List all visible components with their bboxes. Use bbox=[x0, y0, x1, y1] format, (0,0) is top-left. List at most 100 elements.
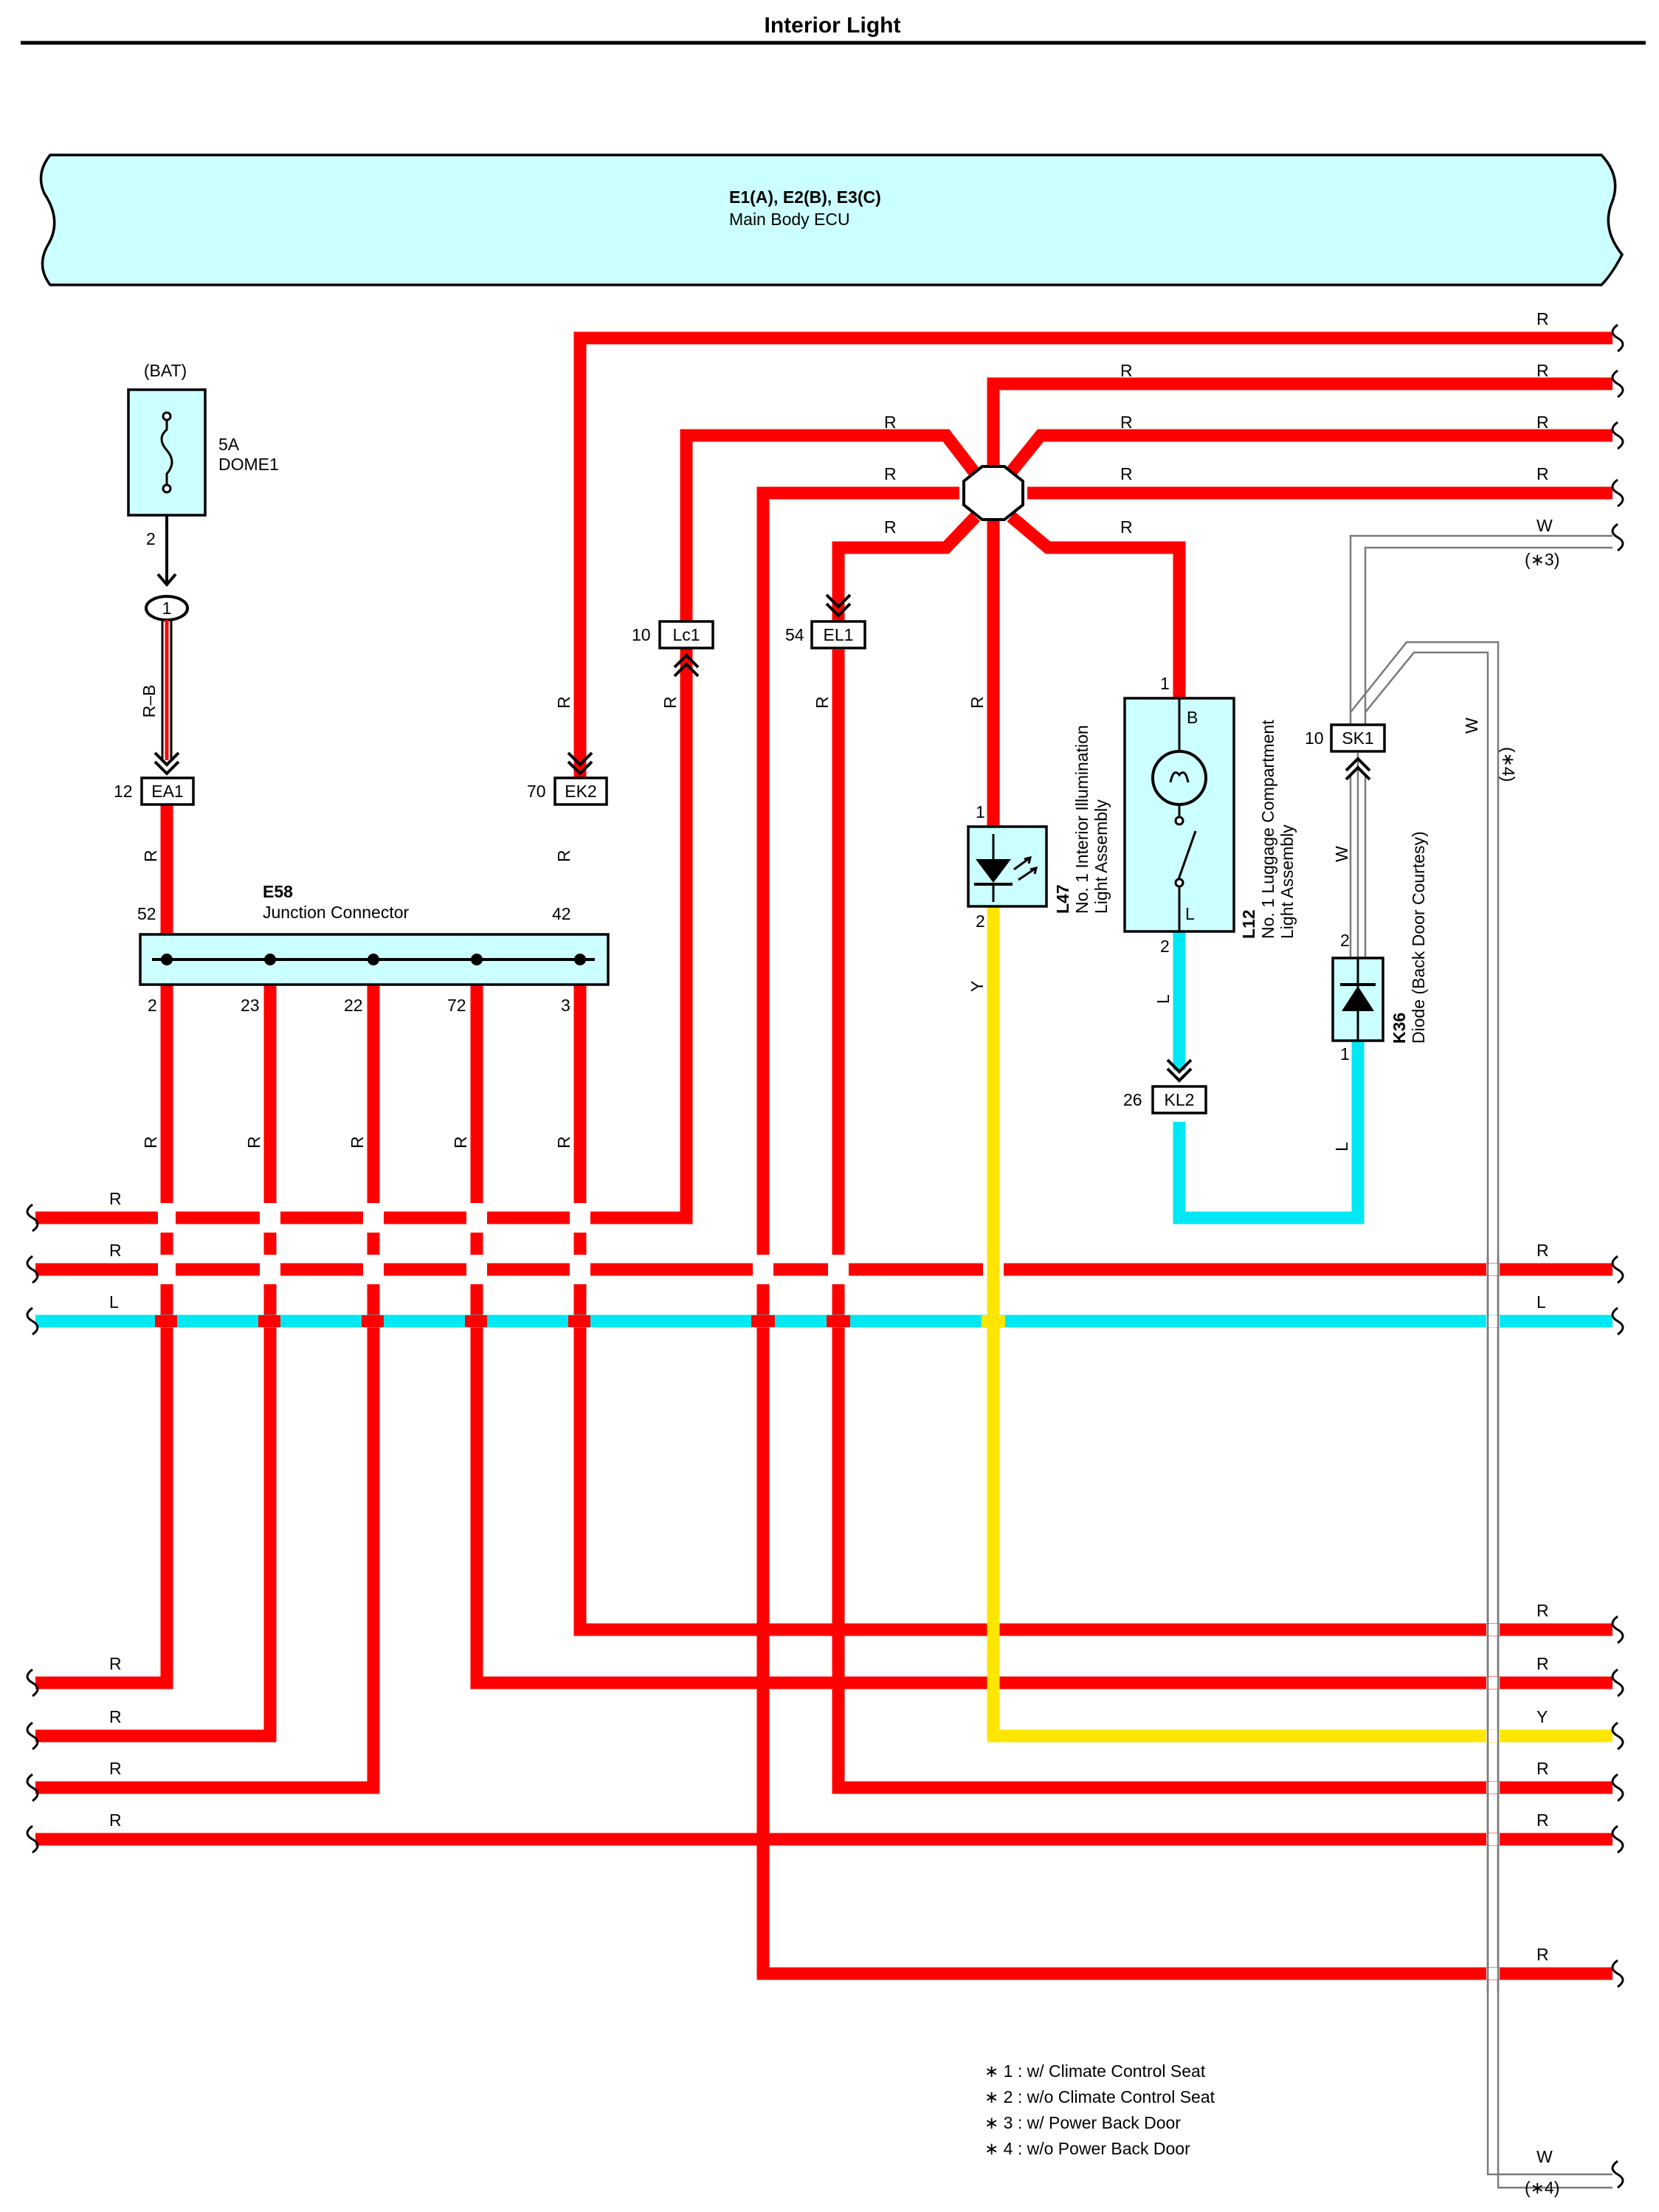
connector-el1 bbox=[810, 620, 866, 650]
svg-text:L: L bbox=[1153, 994, 1173, 1004]
diode-icon bbox=[1342, 986, 1374, 1011]
connector-kl2-code: KL2 bbox=[1165, 1090, 1195, 1109]
svg-text:R: R bbox=[109, 1810, 122, 1830]
svg-text:R: R bbox=[554, 696, 573, 709]
splice-hub bbox=[962, 465, 1024, 521]
k36-pin-top: 2 bbox=[1340, 931, 1350, 950]
wire-label-rb: R–B bbox=[139, 685, 159, 718]
blue-crossing-gaps bbox=[155, 1315, 1005, 1327]
svg-text:(∗3): (∗3) bbox=[1525, 550, 1559, 569]
svg-text:R: R bbox=[968, 696, 987, 709]
wire-break-marks-right bbox=[1611, 323, 1624, 2189]
svg-text:R: R bbox=[1120, 413, 1133, 432]
ecu-name: Main Body ECU bbox=[729, 210, 850, 229]
wire-labels-vertical: R R R R R R Y L W L W (∗4) R R R R R bbox=[141, 696, 1518, 1151]
l12-pin-top: 1 bbox=[1160, 674, 1170, 693]
l47-light-assembly bbox=[967, 825, 1048, 908]
connector-ek2-code: EK2 bbox=[565, 782, 596, 801]
svg-text:L: L bbox=[109, 1292, 119, 1312]
svg-text:R: R bbox=[1120, 464, 1133, 483]
red-wires bbox=[35, 331, 1613, 1980]
svg-text:Light Assembly: Light Assembly bbox=[1091, 799, 1111, 914]
wire-labels-left: R R L R R R R bbox=[109, 1189, 122, 1830]
wire-hub-top-r2 bbox=[987, 377, 1613, 487]
connector-el1-pin: 54 bbox=[785, 625, 804, 644]
k36-pin-bottom: 1 bbox=[1340, 1044, 1350, 1064]
note-4: ∗ 4 : w/o Power Back Door bbox=[984, 2139, 1190, 2158]
connector-lc1-pin: 10 bbox=[632, 625, 651, 644]
wire-jc-22 bbox=[35, 985, 380, 1794]
page-title: Interior Light bbox=[765, 13, 901, 38]
main-body-ecu-box bbox=[39, 154, 1624, 286]
svg-text:R: R bbox=[1536, 309, 1549, 328]
svg-text:R: R bbox=[1536, 413, 1549, 432]
svg-text:L: L bbox=[1536, 1292, 1546, 1312]
junction-pin-2: 2 bbox=[148, 996, 157, 1015]
svg-text:(∗4): (∗4) bbox=[1499, 747, 1518, 782]
svg-text:R: R bbox=[884, 517, 897, 537]
svg-text:R: R bbox=[1120, 361, 1133, 380]
wire-hub-l12 bbox=[1007, 511, 1186, 697]
svg-text:L12: L12 bbox=[1239, 909, 1258, 939]
connector-ek2-pin: 70 bbox=[527, 782, 546, 801]
svg-text:R: R bbox=[244, 1136, 263, 1148]
l12-term-b: B bbox=[1187, 708, 1198, 727]
svg-text:No. 1 Luggage Compartment: No. 1 Luggage Compartment bbox=[1258, 720, 1277, 939]
ecu-codes: E1(A), E2(B), E3(C) bbox=[729, 187, 881, 207]
connector-ea1 bbox=[140, 776, 195, 806]
fuse-element bbox=[160, 416, 173, 489]
fuse-name: DOME1 bbox=[218, 455, 279, 474]
svg-text:R: R bbox=[661, 696, 680, 709]
note-3: ∗ 3 : w/ Power Back Door bbox=[984, 2113, 1181, 2132]
svg-text:R: R bbox=[451, 1136, 470, 1148]
junction-pin-23: 23 bbox=[241, 996, 260, 1015]
connector-sk1-code: SK1 bbox=[1342, 728, 1373, 748]
svg-text:R: R bbox=[109, 1707, 122, 1726]
svg-text:R: R bbox=[1536, 1241, 1549, 1260]
wire-break-marks-left bbox=[26, 1203, 39, 1854]
connector-sk1-pin: 10 bbox=[1305, 728, 1324, 748]
l47-pin-top: 1 bbox=[976, 802, 985, 821]
svg-text:(∗4): (∗4) bbox=[1525, 2178, 1559, 2197]
junction-code: E58 bbox=[263, 882, 293, 901]
l47-label: L47 No. 1 Interior Illumination Light As… bbox=[1053, 725, 1111, 914]
wire-ek2-up bbox=[573, 331, 1613, 791]
l12-term-l: L bbox=[1185, 904, 1195, 923]
l12-pin-bottom: 2 bbox=[1160, 937, 1170, 956]
crossing-gaps bbox=[158, 1203, 1004, 1284]
fuse-source: (BAT) bbox=[144, 361, 187, 380]
wire-jc-2 bbox=[35, 985, 173, 1689]
svg-text:R: R bbox=[1536, 1759, 1549, 1778]
l12-label: L12 No. 1 Luggage Compartment Light Asse… bbox=[1239, 720, 1297, 939]
svg-text:No. 1 Interior Illumination: No. 1 Interior Illumination bbox=[1072, 725, 1091, 914]
svg-text:R: R bbox=[109, 1759, 122, 1778]
connector-sk1 bbox=[1330, 723, 1386, 753]
fuse-dome1-box bbox=[127, 388, 207, 517]
k36-label: K36 Diode (Back Door Courtesy) bbox=[1390, 831, 1428, 1044]
svg-text:R: R bbox=[109, 1189, 122, 1208]
junction-pin-72: 72 bbox=[447, 996, 466, 1015]
white-wires bbox=[1349, 534, 1613, 2189]
svg-text:Y: Y bbox=[968, 981, 987, 992]
svg-text:W: W bbox=[1332, 846, 1351, 862]
svg-text:W: W bbox=[1536, 2147, 1553, 2166]
svg-text:R: R bbox=[1536, 1945, 1549, 1964]
connector-ea1-code: EA1 bbox=[151, 782, 183, 801]
junction-pin-42: 42 bbox=[552, 904, 571, 923]
connector-ea1-pin: 12 bbox=[114, 782, 133, 801]
svg-text:L47: L47 bbox=[1053, 884, 1072, 914]
junction-pin-3: 3 bbox=[561, 996, 570, 1015]
fuse-pin: 2 bbox=[146, 529, 156, 548]
svg-text:K36: K36 bbox=[1390, 1013, 1409, 1044]
svg-text:R: R bbox=[348, 1136, 367, 1148]
svg-text:Light Assembly: Light Assembly bbox=[1277, 824, 1297, 939]
notes: ∗ 1 : w/ Climate Control Seat ∗ 2 : w/o … bbox=[984, 2061, 1215, 2158]
svg-text:R: R bbox=[1536, 361, 1549, 380]
connector-lc1-code: Lc1 bbox=[672, 625, 700, 644]
svg-text:R: R bbox=[1536, 464, 1549, 483]
wire-kl2-k36 bbox=[1173, 1041, 1365, 1224]
svg-text:R: R bbox=[109, 1241, 122, 1260]
svg-text:R: R bbox=[884, 413, 897, 432]
wire-ek2-down bbox=[573, 977, 1613, 1636]
